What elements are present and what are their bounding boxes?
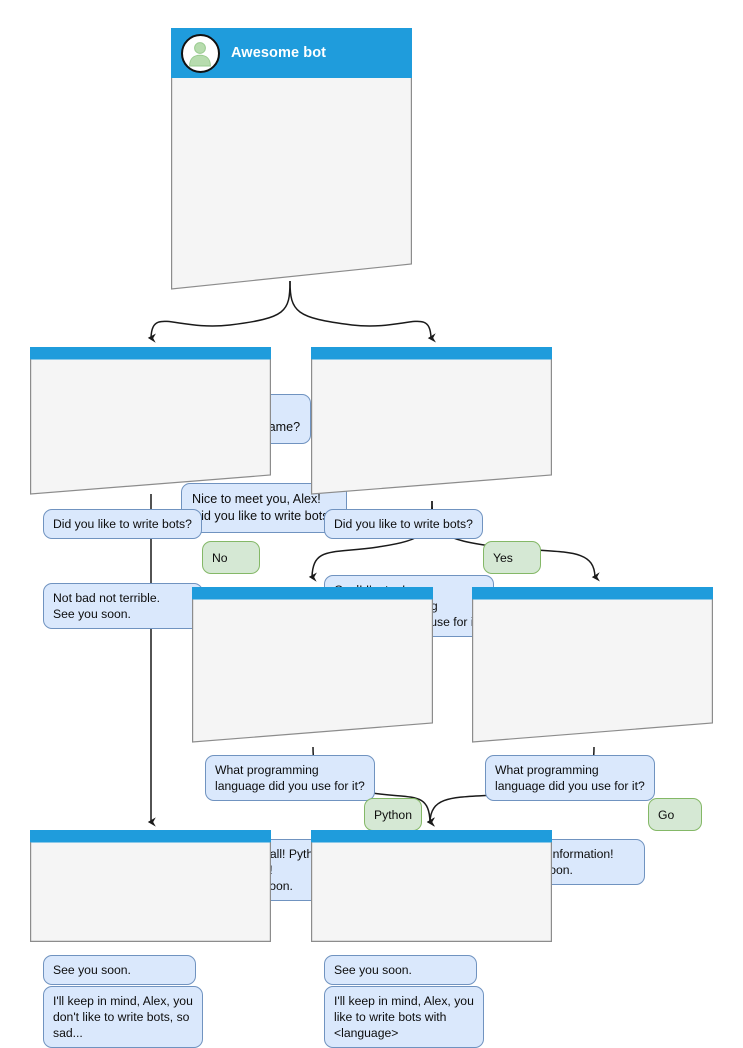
message-bubble-bot[interactable]: See you soon. (43, 955, 196, 985)
message-bubble-bot[interactable]: I'll keep in mind, Alex, you don't like … (43, 986, 203, 1048)
card-end-happy[interactable]: See you soon. I'll keep in mind, Alex, y… (311, 830, 552, 1048)
card-answer-yes[interactable]: Did you like to write bots? Yes Cool! I'… (311, 347, 552, 637)
message-bubble-bot[interactable]: Did you like to write bots? (43, 509, 202, 539)
card-end-sad[interactable]: See you soon. I'll keep in mind, Alex, y… (30, 830, 271, 1048)
message-bubble-user[interactable]: Python (364, 798, 422, 831)
message-bubble-bot[interactable]: What programming language did you use fo… (485, 755, 655, 801)
message-bubble-bot[interactable]: I'll keep in mind, Alex, you like to wri… (324, 986, 484, 1048)
message-bubble-bot[interactable]: Not bad not terrible. See you soon. (43, 583, 203, 629)
card-start[interactable]: Awesome bot /start Hi there! What's your… (171, 28, 412, 533)
message-bubble-bot[interactable]: What programming language did you use fo… (205, 755, 375, 801)
flowchart-canvas: Awesome bot /start Hi there! What's your… (30, 28, 713, 1048)
message-bubble-user[interactable]: Yes (483, 541, 541, 574)
card-lang-go[interactable]: What programming language did you use fo… (472, 587, 713, 885)
card-header (311, 347, 552, 359)
card-header: Awesome bot (171, 28, 412, 78)
card-answer-no[interactable]: Did you like to write bots? No Not bad n… (30, 347, 271, 629)
message-bubble-user[interactable]: No (202, 541, 260, 574)
message-bubble-user[interactable]: Go (648, 798, 702, 831)
card-header (30, 830, 271, 842)
message-bubble-bot[interactable]: See you soon. (324, 955, 477, 985)
card-header (30, 347, 271, 359)
card-header (192, 587, 433, 599)
card-lang-python[interactable]: What programming language did you use fo… (192, 587, 433, 901)
card-header (311, 830, 552, 842)
card-title: Awesome bot (231, 45, 327, 61)
card-header (472, 587, 713, 599)
message-bubble-bot[interactable]: Did you like to write bots? (324, 509, 483, 539)
person-avatar-icon (181, 33, 220, 73)
